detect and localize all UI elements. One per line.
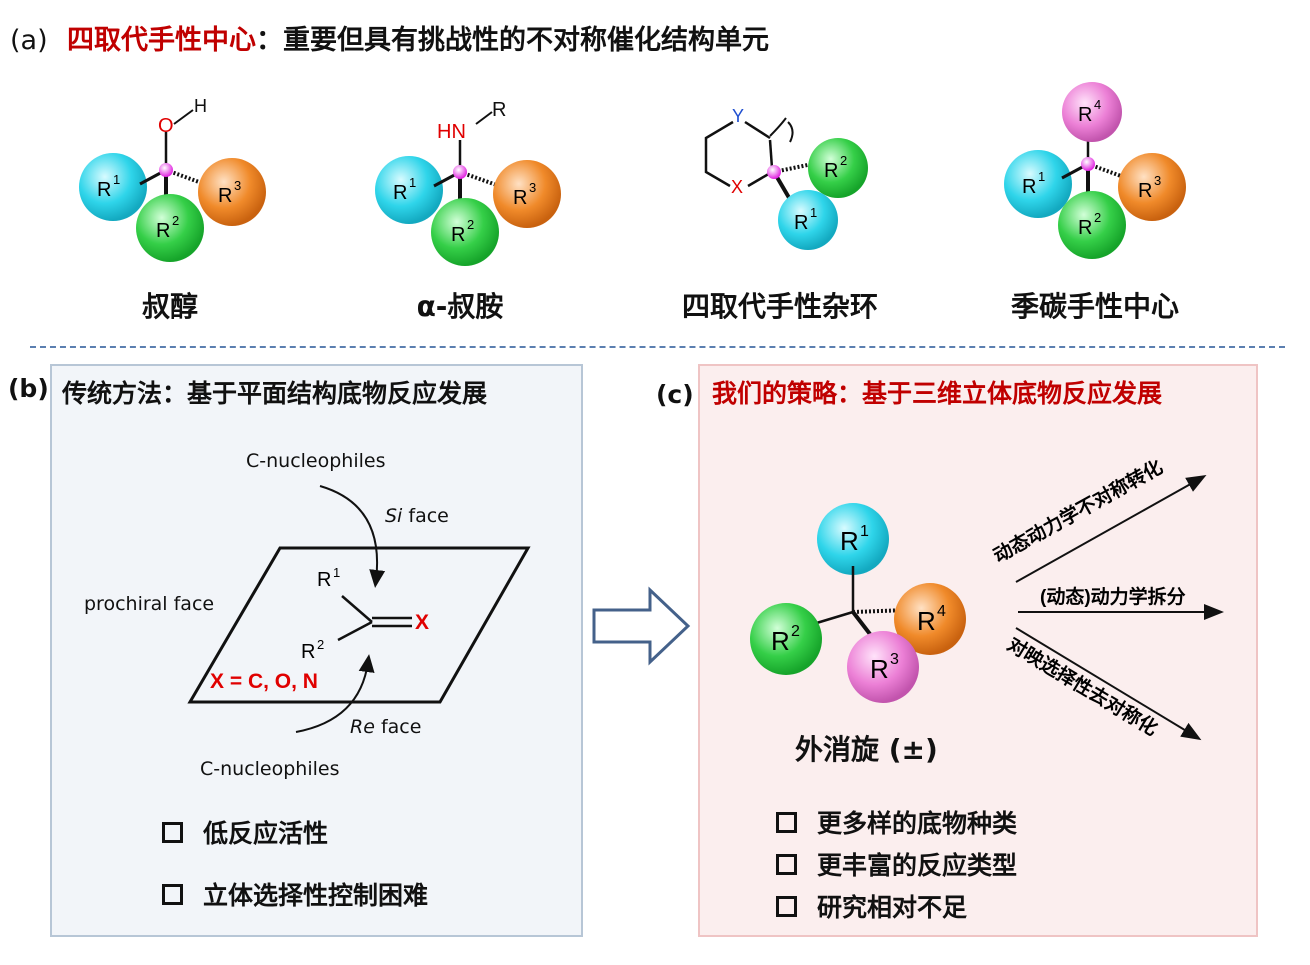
x-definition: X = C, O, N (210, 670, 318, 693)
alcohol-o-atom: O (158, 115, 174, 137)
svg-text:1: 1 (810, 205, 817, 220)
svg-text:2: 2 (791, 623, 800, 640)
svg-text:R: R (917, 606, 936, 636)
svg-text:3: 3 (890, 651, 899, 668)
svg-text:R: R (824, 160, 838, 182)
svg-text:2: 2 (317, 637, 324, 652)
svg-text:1: 1 (333, 565, 340, 580)
amine-nh-group: HN (437, 121, 466, 143)
svg-text:R: R (840, 526, 859, 556)
svg-text:2: 2 (172, 213, 179, 228)
section-divider (30, 346, 1285, 348)
checkbox-icon (776, 853, 797, 875)
prochiral-plane (187, 546, 531, 704)
re-face-arrow (295, 654, 375, 733)
checkbox-icon (776, 895, 797, 917)
ring-y-atom: Y (732, 106, 744, 126)
si-face-arrow (319, 485, 386, 588)
panel-a-title-rest: ：重要但具有挑战性的不对称催化结构单元 (256, 25, 770, 56)
checkbox-icon (162, 821, 183, 843)
svg-text:1: 1 (860, 523, 869, 540)
carbonyl-x-atom: X (415, 611, 429, 634)
svg-text:1: 1 (1038, 169, 1045, 184)
arrow-up (1015, 475, 1207, 583)
ring-x-atom: X (731, 177, 743, 197)
panel-b-box (50, 364, 583, 937)
svg-text:R: R (97, 179, 111, 201)
svg-text:R: R (156, 220, 170, 242)
arrow-label-desymmetrization: 对映选择性去对称化 (1003, 633, 1161, 741)
panel-c-bullet-2: 更丰富的反应类型 (776, 846, 1017, 882)
svg-text:R: R (794, 212, 808, 234)
svg-text:R: R (1022, 176, 1036, 198)
svg-text:3: 3 (234, 178, 241, 193)
panel-a-title-highlight: 四取代手性中心 (67, 25, 257, 56)
panel-a-label: (a) (10, 25, 48, 56)
svg-text:R: R (317, 569, 331, 591)
svg-text:4: 4 (1094, 97, 1101, 112)
arrow-down (1015, 627, 1202, 741)
panel-a-header: (a) 四取代手性中心：重要但具有挑战性的不对称催化结构单元 (10, 18, 769, 57)
panel-b-bullet-2: 立体选择性控制困难 (162, 876, 428, 912)
arrow-label-kr: (动态)动力学拆分 (1040, 585, 1186, 608)
svg-text:4: 4 (937, 603, 946, 620)
svg-text:R: R (1138, 180, 1152, 202)
svg-text:2: 2 (1094, 210, 1101, 225)
panel-c-title: 我们的策略：基于三维立体底物反应发展 (712, 379, 1163, 408)
big-right-arrow-icon (592, 586, 691, 666)
svg-text:1: 1 (113, 172, 120, 187)
checkbox-icon (776, 811, 797, 833)
amine-r-group: R (492, 99, 506, 121)
si-face-label: Si face (385, 505, 449, 527)
svg-text:R: R (870, 654, 889, 684)
svg-text:2: 2 (467, 217, 474, 232)
label-quaternary-carbon: 季碳手性中心 (1010, 290, 1179, 323)
checkbox-icon (162, 883, 183, 905)
svg-text:R: R (1078, 104, 1092, 126)
nucleophile-top-label: C-nucleophiles (246, 450, 386, 472)
svg-text:3: 3 (529, 180, 536, 195)
panel-b-bullet-1: 低反应活性 (162, 814, 328, 850)
re-face-label: Re face (350, 716, 422, 738)
label-tertiary-amine: α-叔胺 (416, 290, 504, 323)
label-tertiary-alcohol: 叔醇 (141, 290, 198, 323)
nucleophile-bottom-label: C-nucleophiles (200, 758, 340, 780)
svg-text:R: R (771, 626, 790, 656)
svg-text:2: 2 (840, 153, 847, 168)
panel-c-bullet-1: 更多样的底物种类 (776, 804, 1017, 840)
racemate-label: 外消旋 (±) (795, 733, 938, 766)
panel-c-label: (c) (656, 380, 694, 409)
svg-text:R: R (393, 182, 407, 204)
svg-text:R: R (1078, 217, 1092, 239)
svg-text:R: R (301, 641, 315, 663)
svg-text:R: R (218, 185, 232, 207)
prochiral-face-label: prochiral face (84, 593, 215, 615)
panel-c-bullet-3: 研究相对不足 (776, 888, 967, 924)
svg-text:R: R (513, 187, 527, 209)
svg-text:3: 3 (1154, 173, 1161, 188)
panel-b-title: 传统方法：基于平面结构底物反应发展 (62, 379, 488, 408)
svg-text:1: 1 (409, 175, 416, 190)
label-chiral-heterocycle: 四取代手性杂环 (681, 290, 878, 323)
svg-text:R: R (451, 224, 465, 246)
panel-b-label: (b) (8, 374, 49, 403)
alcohol-h-atom: H (194, 96, 207, 116)
